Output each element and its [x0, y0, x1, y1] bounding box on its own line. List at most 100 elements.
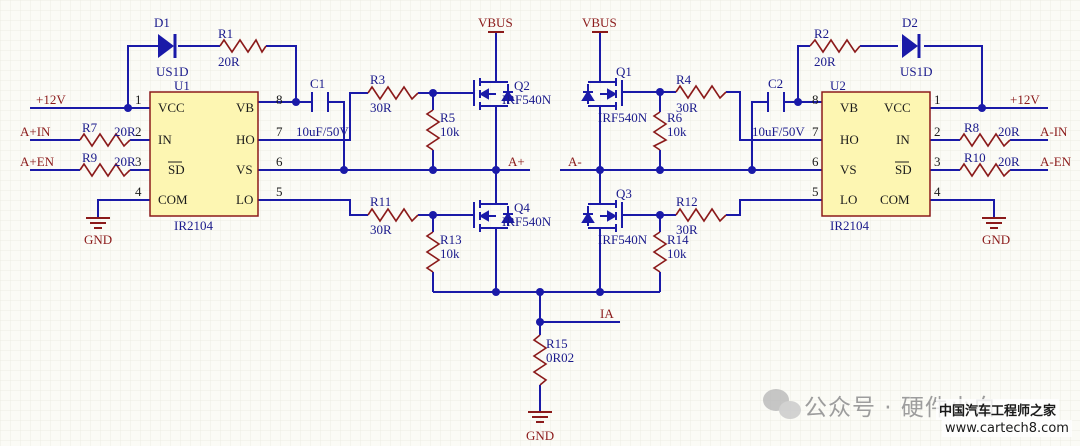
- resistor-r1: [219, 38, 267, 54]
- ref-c2: C2: [768, 76, 783, 91]
- value-c2: 10uF/50V: [752, 124, 805, 139]
- resistor-r14: [652, 231, 668, 273]
- resistor-r10: [959, 162, 1011, 178]
- junction-dot: [429, 211, 437, 219]
- value-r9: 20R: [114, 154, 136, 169]
- wechat-logo-icon: [763, 389, 801, 419]
- net-label-a-in: A+IN: [20, 124, 51, 139]
- pin-num-u1-5: 5: [276, 184, 283, 199]
- pin-name-u2-vcc: VCC: [884, 100, 911, 115]
- pin-name-u2-ho: HO: [840, 132, 859, 147]
- net-label-vbus-right: VBUS: [582, 15, 617, 30]
- pin-num-u1-2: 2: [135, 124, 142, 139]
- value-c1: 10uF/50V: [296, 124, 349, 139]
- resistor-r9: [79, 162, 131, 178]
- pin-num-u1-8: 8: [276, 92, 283, 107]
- junction-dot: [596, 166, 604, 174]
- resistor-r5: [425, 109, 441, 151]
- net-label-a-minus-in: A-IN: [1040, 124, 1068, 139]
- mosfet-q1: [581, 76, 623, 120]
- pin-num-u1-3: 3: [135, 154, 142, 169]
- part-u1: IR2104: [174, 218, 214, 233]
- pin-num-u2-8: 8: [812, 92, 819, 107]
- ic-u2-body: [821, 91, 931, 217]
- net-label-vbus-left: VBUS: [478, 15, 513, 30]
- resistor-r12: [675, 207, 727, 223]
- ref-r8: R8: [964, 120, 979, 135]
- pin-name-u2-lo: LO: [840, 192, 857, 207]
- net-label-gnd-left: GND: [84, 232, 112, 247]
- net-label-ia: IA: [600, 306, 614, 321]
- value-r10: 20R: [998, 154, 1020, 169]
- pin-name-u1-lo: LO: [236, 192, 253, 207]
- junctions: [124, 88, 986, 326]
- junction-dot: [492, 288, 500, 296]
- pin-name-u1-in: IN: [158, 132, 172, 147]
- wires: [30, 32, 1048, 412]
- ref-r4: R4: [676, 72, 692, 87]
- ref-r13: R13: [440, 232, 462, 247]
- pin-num-u2-3: 3: [934, 154, 941, 169]
- value-r12: 30R: [676, 222, 698, 237]
- ref-d2: D2: [902, 15, 918, 30]
- junction-dot: [978, 104, 986, 112]
- value-r13: 10k: [440, 246, 460, 261]
- watermark-site-url: www.cartech8.com: [942, 420, 1072, 437]
- ref-r14: R14: [667, 232, 689, 247]
- ref-r10: R10: [964, 150, 986, 165]
- part-u2: IR2104: [830, 218, 870, 233]
- net-label-a-minus: A-: [568, 154, 582, 169]
- ref-r15: R15: [546, 336, 568, 351]
- value-r1: 20R: [218, 54, 240, 69]
- ref-q4: Q4: [514, 200, 530, 215]
- value-d1: US1D: [156, 64, 189, 79]
- ref-q3: Q3: [616, 186, 632, 201]
- value-r4: 30R: [676, 100, 698, 115]
- resistor-r8: [959, 132, 1011, 148]
- junction-dot: [429, 89, 437, 97]
- resistor-r3: [367, 85, 419, 101]
- resistors: [79, 38, 1011, 386]
- value-d2: US1D: [900, 64, 933, 79]
- junction-dot: [536, 318, 544, 326]
- pin-name-u1-sd: SD: [168, 162, 185, 177]
- ref-r9: R9: [82, 150, 97, 165]
- junction-dot: [536, 288, 544, 296]
- net-label-plus12-right: +12V: [1010, 92, 1040, 107]
- resistor-r11: [367, 207, 419, 223]
- pin-num-u2-1: 1: [934, 92, 941, 107]
- value-r15: 0R02: [546, 350, 574, 365]
- pin-num-u1-1: 1: [135, 92, 142, 107]
- resistor-r15: [532, 334, 548, 386]
- ref-c1: C1: [310, 76, 325, 91]
- value-r5: 10k: [440, 124, 460, 139]
- value-r11: 30R: [370, 222, 392, 237]
- value-r8: 20R: [998, 124, 1020, 139]
- value-r14: 10k: [667, 246, 687, 261]
- ground-icon: [528, 411, 552, 423]
- ic-u1-body: [149, 91, 259, 217]
- junction-dot: [292, 98, 300, 106]
- ground-icon: [982, 217, 1006, 229]
- net-label-a-en: A+EN: [20, 154, 55, 169]
- pin-num-u2-4: 4: [934, 184, 941, 199]
- net-label-gnd-bottom: GND: [526, 428, 554, 443]
- pin-name-u2-in: IN: [896, 132, 910, 147]
- ground-icon: [86, 217, 110, 229]
- ref-r3: R3: [370, 72, 385, 87]
- value-r7: 20R: [114, 124, 136, 139]
- pin-name-u1-vs: VS: [236, 162, 253, 177]
- ref-r11: R11: [370, 194, 391, 209]
- capacitor-c1: [311, 92, 329, 112]
- ref-u1: U1: [174, 78, 190, 93]
- pin-name-u2-vb: VB: [840, 100, 858, 115]
- ref-u2: U2: [830, 78, 846, 93]
- mosfet-q3: [581, 200, 623, 240]
- value-q3: IRF540N: [598, 232, 648, 247]
- ref-q2: Q2: [514, 78, 530, 93]
- value-r2: 20R: [814, 54, 836, 69]
- net-label-gnd-right: GND: [982, 232, 1010, 247]
- ground-symbols: [86, 217, 1006, 423]
- resistor-r4: [675, 84, 727, 100]
